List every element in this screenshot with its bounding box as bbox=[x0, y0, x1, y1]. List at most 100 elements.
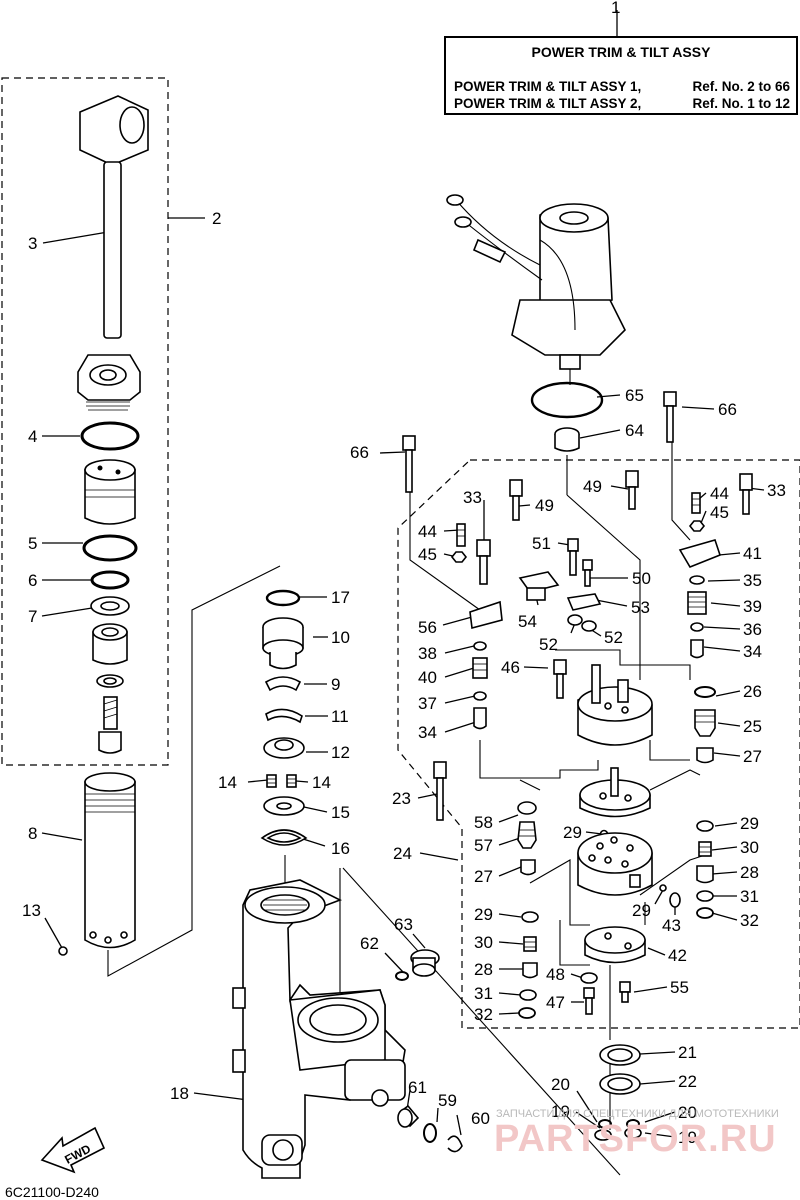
callout-60: 60 bbox=[471, 1109, 490, 1128]
callout-52-left: 52 bbox=[539, 635, 558, 654]
callout-31-left: 31 bbox=[474, 984, 493, 1003]
washer-29-right bbox=[696, 820, 714, 832]
motor-part bbox=[446, 194, 626, 370]
callout-54: 54 bbox=[518, 612, 537, 631]
nut-45-left bbox=[450, 551, 468, 563]
callout-14-left: 14 bbox=[218, 773, 237, 792]
callout-65: 65 bbox=[625, 386, 644, 405]
piston-part bbox=[84, 459, 136, 525]
bolt-66-right bbox=[663, 391, 677, 443]
callout-43: 43 bbox=[662, 916, 681, 935]
collar-52-right bbox=[581, 620, 597, 632]
pump-body-part bbox=[577, 664, 653, 746]
callout-57: 57 bbox=[474, 836, 493, 855]
bolt-33-left bbox=[476, 539, 491, 585]
callout-17: 17 bbox=[331, 588, 350, 607]
callout-18: 18 bbox=[170, 1084, 189, 1103]
o-ring-17 bbox=[265, 589, 301, 607]
bolt-47-part bbox=[583, 987, 595, 1015]
title-row-2-name: POWER TRIM & TILT ASSY 2, bbox=[454, 96, 642, 111]
title-heading: POWER TRIM & TILT ASSY bbox=[531, 44, 711, 60]
callout-34-left: 34 bbox=[418, 723, 437, 742]
ball-13 bbox=[58, 946, 68, 956]
callout-53: 53 bbox=[631, 598, 650, 617]
callout-3: 3 bbox=[28, 234, 37, 253]
callout-58: 58 bbox=[474, 813, 493, 832]
ball-36 bbox=[690, 622, 704, 632]
pin-43 bbox=[669, 892, 681, 908]
o-ring-32-right bbox=[696, 907, 714, 919]
callout-66-left: 66 bbox=[350, 443, 369, 462]
callout-44-left: 44 bbox=[418, 522, 437, 541]
callout-8: 8 bbox=[28, 824, 37, 843]
callout-4: 4 bbox=[28, 427, 37, 446]
bolt-23-part bbox=[433, 761, 447, 821]
callout-20-right: 20 bbox=[678, 1103, 697, 1122]
washer-29-left bbox=[521, 911, 539, 923]
bracket-41 bbox=[678, 539, 721, 568]
o-ring-62 bbox=[395, 971, 409, 981]
circlip-60 bbox=[447, 1135, 463, 1153]
nut-45-right bbox=[688, 520, 706, 532]
washer-31-right bbox=[696, 890, 714, 902]
callout-56: 56 bbox=[418, 618, 437, 637]
callout-11: 11 bbox=[331, 707, 349, 726]
valve-28-left bbox=[522, 962, 538, 979]
assy-2-boundary bbox=[1, 77, 169, 766]
callout-36: 36 bbox=[743, 620, 762, 639]
valve-piston-part bbox=[92, 623, 128, 754]
bolt-55-part bbox=[619, 981, 631, 1003]
callout-24: 24 bbox=[393, 844, 412, 863]
valve-10-part bbox=[262, 617, 304, 670]
callout-48: 48 bbox=[546, 965, 565, 984]
callout-12: 12 bbox=[331, 743, 350, 762]
tilt-rod-part bbox=[79, 95, 149, 339]
seal-21 bbox=[599, 1044, 641, 1066]
callout-1: 1 bbox=[611, 0, 620, 17]
callout-50: 50 bbox=[632, 569, 651, 588]
circlip-9 bbox=[264, 676, 302, 692]
callout-19-right: 19 bbox=[678, 1128, 697, 1147]
o-ring-6 bbox=[90, 570, 130, 590]
callout-22: 22 bbox=[678, 1072, 697, 1091]
cover-42-part bbox=[584, 926, 646, 964]
callout-2: 2 bbox=[212, 209, 221, 228]
callout-59: 59 bbox=[438, 1091, 457, 1110]
callout-29-left: 29 bbox=[474, 905, 493, 924]
title-row-2: POWER TRIM & TILT ASSY 2, Ref. No. 1 to … bbox=[454, 96, 790, 111]
screw-50-part bbox=[582, 559, 593, 587]
callout-14-right: 14 bbox=[312, 773, 331, 792]
switch-54-part bbox=[518, 571, 560, 601]
callout-52-right: 52 bbox=[604, 628, 623, 647]
bolt-33-right bbox=[739, 473, 753, 515]
leader-lines bbox=[41, 10, 765, 1138]
valve-block-part bbox=[577, 832, 653, 896]
spring-40 bbox=[472, 657, 488, 679]
ball-35 bbox=[689, 575, 705, 585]
callout-28-right: 28 bbox=[740, 863, 759, 882]
watermark-text: ЗАПЧАСТИ ДЛЯ СПЕЦТЕХНИКИ ДЛЯ МОТОТЕХНИКИ bbox=[496, 1108, 779, 1120]
washer-19-right bbox=[624, 1127, 642, 1139]
callout-49-right: 49 bbox=[583, 477, 602, 496]
callout-13: 13 bbox=[22, 901, 41, 920]
title-row-2-ref: Ref. No. 1 to 12 bbox=[692, 96, 790, 111]
callout-62: 62 bbox=[360, 934, 379, 953]
callout-numbers: 1 2 3 4 5 6 7 8 13 17 10 9 11 12 14 14 1… bbox=[22, 0, 786, 1147]
circlip-16 bbox=[260, 829, 308, 846]
callout-21: 21 bbox=[678, 1043, 697, 1062]
gear-plate-part bbox=[579, 767, 651, 818]
callout-29-center: 29 bbox=[563, 823, 582, 842]
callout-10: 10 bbox=[331, 628, 350, 647]
bolt-49-left bbox=[509, 479, 523, 521]
callout-5: 5 bbox=[28, 534, 37, 553]
callout-49-left: 49 bbox=[535, 496, 554, 515]
plug-61-part bbox=[397, 1104, 420, 1128]
coupling-64-part bbox=[554, 427, 580, 452]
assy-24-boundary bbox=[397, 459, 800, 1029]
gland-part bbox=[77, 354, 141, 411]
ball-38 bbox=[473, 641, 487, 651]
callout-41: 41 bbox=[743, 544, 762, 563]
callout-47: 47 bbox=[546, 993, 565, 1012]
callout-35: 35 bbox=[743, 571, 762, 590]
